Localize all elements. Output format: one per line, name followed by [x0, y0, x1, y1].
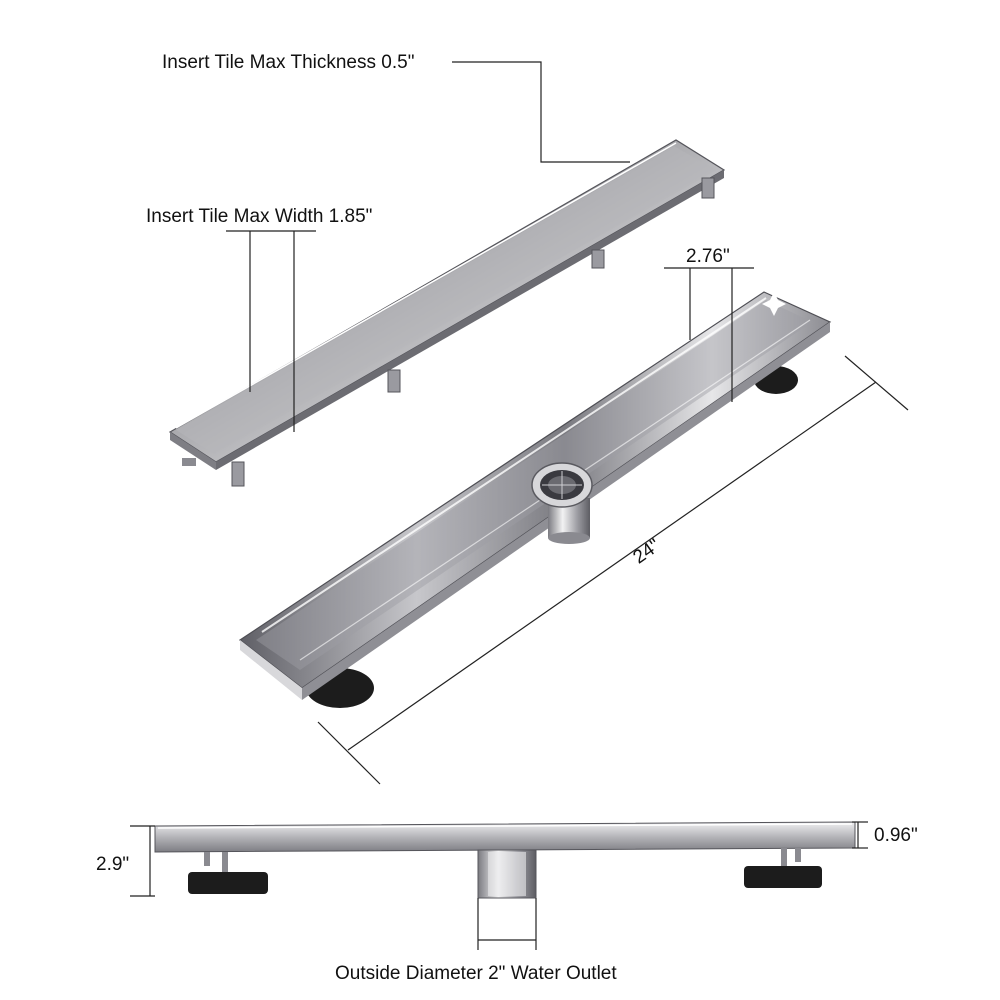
insert-tile-tray: [168, 139, 726, 487]
drain-width-label: 2.76": [686, 246, 730, 267]
channel-depth-label: 0.96": [874, 825, 918, 846]
insert-thickness-label: Insert Tile Max Thickness 0.5": [162, 52, 415, 73]
dimension-lines: [130, 61, 909, 950]
right-foot: [744, 866, 822, 888]
insert-width-label: Insert Tile Max Width 1.85": [146, 206, 373, 227]
outlet-label: Outside Diameter 2" Water Outlet: [335, 963, 617, 984]
side-view-drain: [154, 821, 856, 899]
drain-channel: [238, 291, 832, 708]
total-height-label: 2.9": [96, 854, 130, 875]
left-foot: [188, 872, 268, 894]
